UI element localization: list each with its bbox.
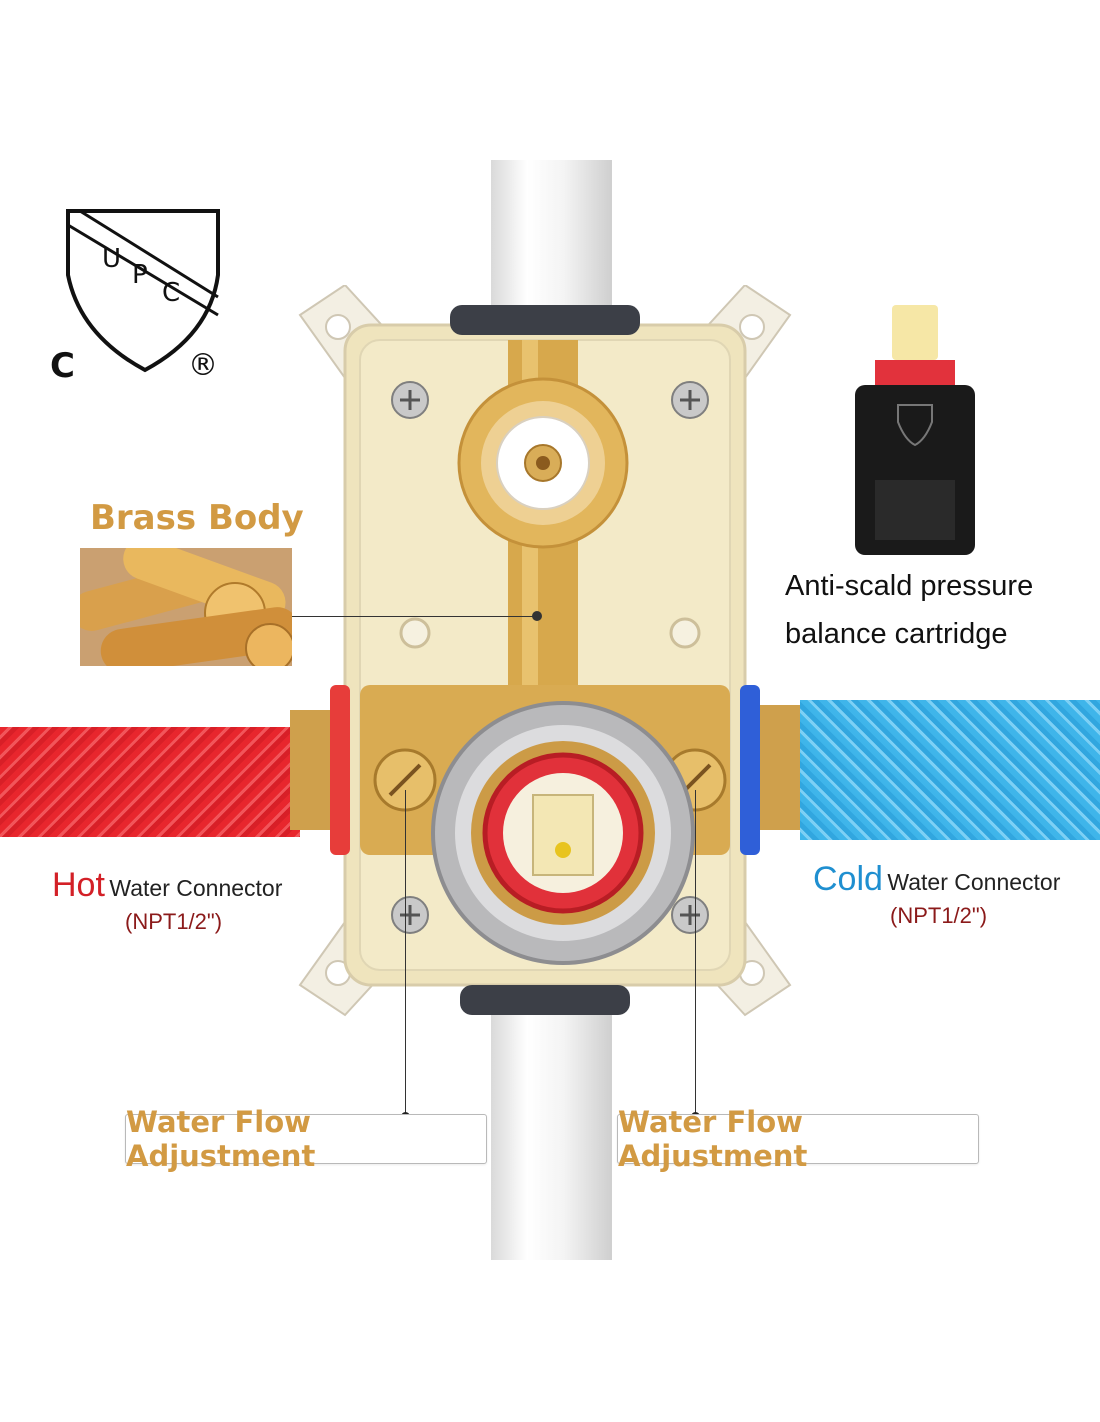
flow-adjustment-left-label: Water Flow Adjustment	[125, 1105, 487, 1173]
cartridge-caption: Anti-scald pressure balance cartridge	[785, 562, 1033, 658]
flow-adjustment-right-label: Water Flow Adjustment	[617, 1105, 979, 1173]
cartridge-caption-line-2: balance cartridge	[785, 618, 1008, 650]
brass-rods-photo	[80, 548, 292, 666]
brass-body-leader-dot	[532, 611, 542, 621]
valve-body-illustration	[290, 285, 800, 1017]
cold-npt-size: (NPT1/2")	[890, 903, 988, 928]
registered-mark-icon: ®	[188, 348, 218, 383]
hot-connector-label: Hot Water Connector (NPT1/2")	[52, 866, 282, 935]
cartridge-caption-line-1: Anti-scald pressure	[785, 570, 1034, 602]
cold-connector-text: Water Connector	[887, 869, 1061, 895]
cold-word: Cold	[813, 860, 883, 898]
svg-text:C: C	[162, 278, 180, 308]
hot-word: Hot	[52, 866, 105, 904]
flow-right-leader-line	[695, 790, 696, 1116]
upc-shield-icon: U P C C ®	[50, 209, 220, 385]
cartridge-illustration	[855, 305, 975, 555]
svg-text:C: C	[50, 346, 75, 385]
cold-connector-label: Cold Water Connector (NPT1/2")	[813, 860, 1060, 929]
hot-connector-text: Water Connector	[109, 875, 283, 901]
hot-water-pipe	[0, 727, 300, 837]
svg-text:P: P	[132, 260, 148, 290]
hot-npt-size: (NPT1/2")	[125, 909, 223, 934]
svg-text:U: U	[102, 244, 121, 274]
flow-left-leader-line	[405, 790, 406, 1116]
brass-body-title: Brass Body	[90, 498, 304, 538]
brass-body-leader-line	[292, 616, 537, 617]
cold-water-pipe	[800, 700, 1100, 840]
